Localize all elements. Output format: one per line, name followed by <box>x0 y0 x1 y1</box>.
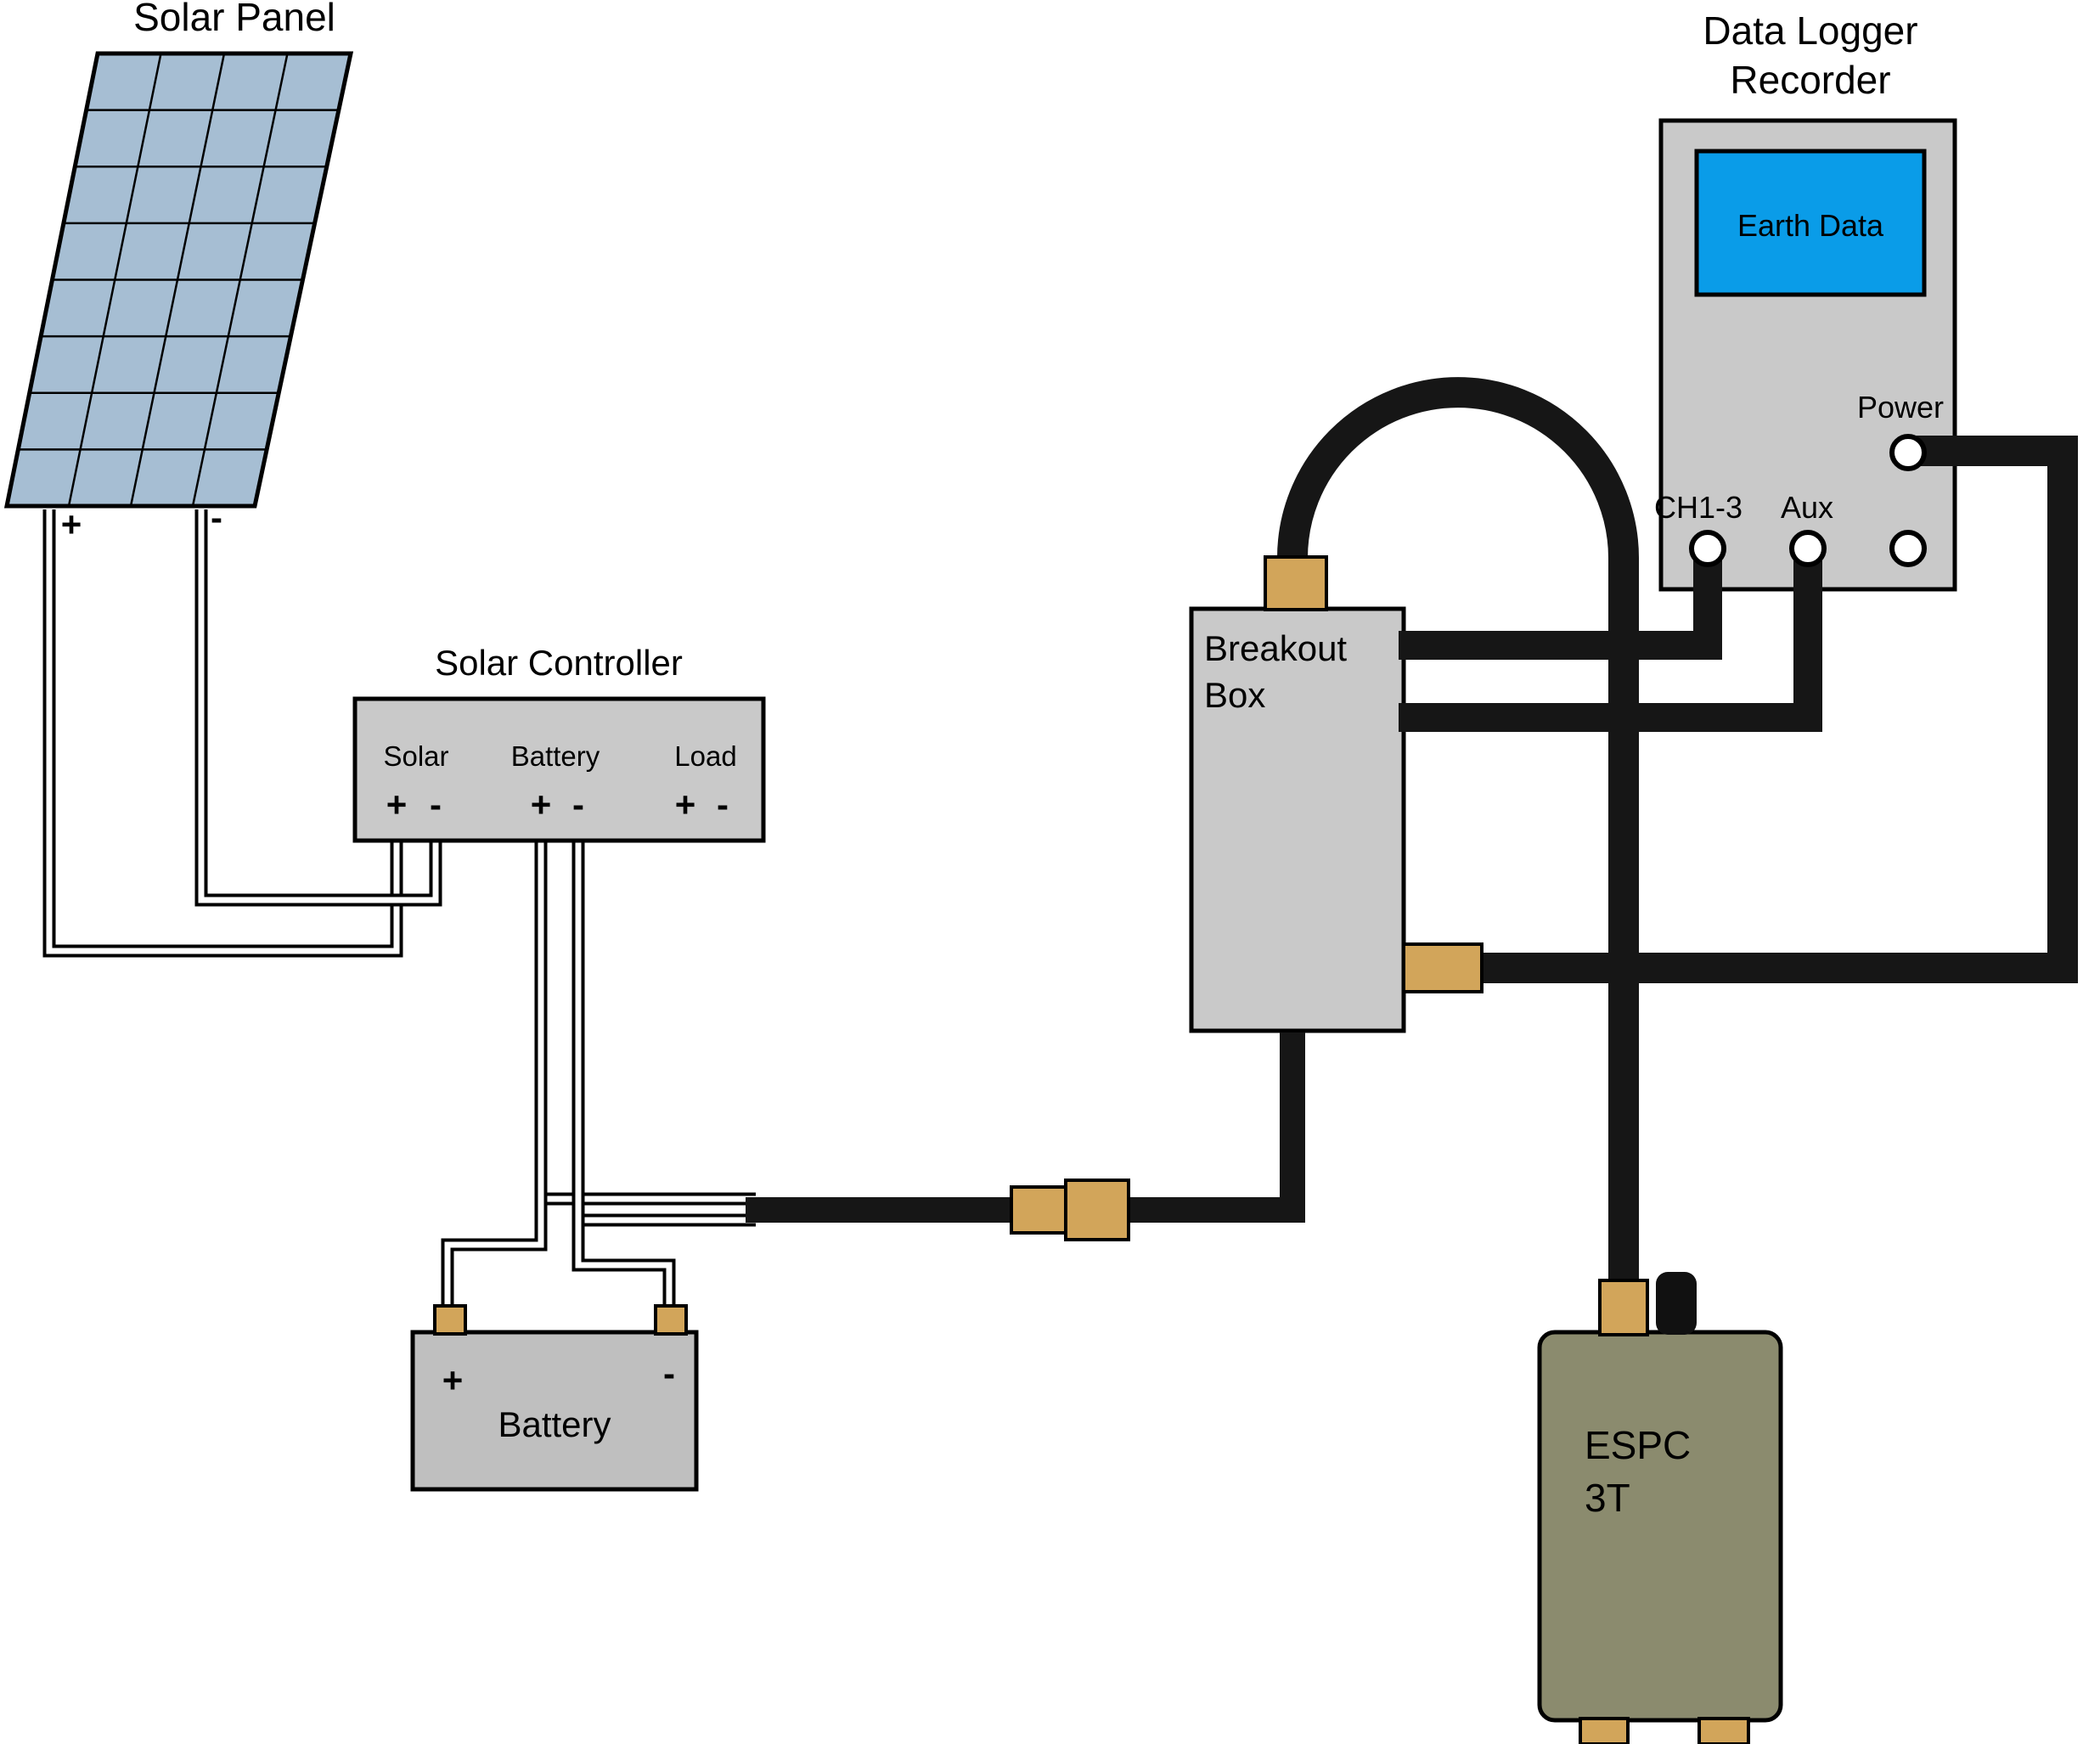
espc-box <box>1537 1330 1783 1723</box>
cable-power <box>1479 436 2078 983</box>
wire-panel-plus <box>42 509 403 958</box>
battery-label: Battery <box>498 1404 611 1444</box>
solar-panel-minus-label: - <box>211 498 222 537</box>
terminal-load-plus: + <box>675 785 696 824</box>
terminal-battery-minus: - <box>572 785 584 824</box>
cable-breakout-arc-to-espc <box>1277 377 1639 1312</box>
terminal-load: Load + - <box>674 740 736 824</box>
solar-controller-title: Solar Controller <box>435 643 683 683</box>
breakout-label-line2: Box <box>1204 675 1265 715</box>
breakout-label-line1: Breakout <box>1204 628 1347 668</box>
cable-battery-to-breakout <box>746 1032 1305 1223</box>
ch13-label: CH1-3 <box>1654 490 1742 525</box>
espc-bottom-connector-left <box>1579 1717 1630 1744</box>
breakout-box <box>1189 606 1406 1033</box>
terminal-solar-plus: + <box>386 785 408 824</box>
espc-top-connector <box>1598 1279 1649 1336</box>
terminal-battery: Battery + - <box>511 740 600 824</box>
wire-controller-battery-plus <box>441 842 548 1312</box>
cable-aux <box>1399 554 1822 732</box>
solar-panel-grid <box>18 53 339 507</box>
battery-minus-label: - <box>663 1353 675 1393</box>
power-port <box>1889 434 1927 471</box>
data-logger-title-line2: Recorder <box>1730 58 1890 102</box>
espc-bottom-connector-right <box>1697 1717 1750 1744</box>
wire-panel-minus <box>194 509 442 907</box>
terminal-battery-label: Battery <box>511 740 600 772</box>
power-label: Power <box>1857 390 1944 425</box>
solar-panel <box>3 51 354 509</box>
espc-label-line2: 3T <box>1585 1476 1630 1520</box>
terminal-load-minus: - <box>717 785 729 824</box>
battery-plus-label: + <box>442 1360 464 1400</box>
battery-tab-plus <box>433 1304 467 1336</box>
breakout-top-connector <box>1264 555 1328 611</box>
aux-port <box>1789 530 1827 567</box>
solar-controller-box <box>352 696 766 843</box>
spare-port <box>1889 530 1927 567</box>
ch13-port <box>1689 530 1726 567</box>
battery-box <box>410 1330 699 1492</box>
breakout-right-connector <box>1402 942 1484 993</box>
terminal-solar: Solar + - <box>383 740 448 824</box>
solar-panel-plus-label: + <box>61 504 82 544</box>
solar-panel-label: Solar Panel <box>133 0 335 39</box>
espc-knob <box>1656 1272 1697 1335</box>
aux-label: Aux <box>1781 490 1833 525</box>
battery-tab-minus <box>654 1304 688 1336</box>
terminal-load-label: Load <box>674 740 736 772</box>
terminal-battery-plus: + <box>531 785 552 824</box>
espc-label-line1: ESPC <box>1585 1423 1691 1467</box>
inline-connector-a <box>1010 1185 1067 1235</box>
screen-text: Earth Data <box>1737 208 1884 243</box>
wire-controller-battery-minus <box>571 842 676 1312</box>
cable-ch13 <box>1399 554 1722 660</box>
inline-connector-b <box>1064 1179 1130 1241</box>
terminal-solar-label: Solar <box>383 740 448 772</box>
data-logger-title-line1: Data Logger <box>1703 8 1917 53</box>
data-logger-screen <box>1694 149 1927 297</box>
terminal-solar-minus: - <box>430 785 442 824</box>
